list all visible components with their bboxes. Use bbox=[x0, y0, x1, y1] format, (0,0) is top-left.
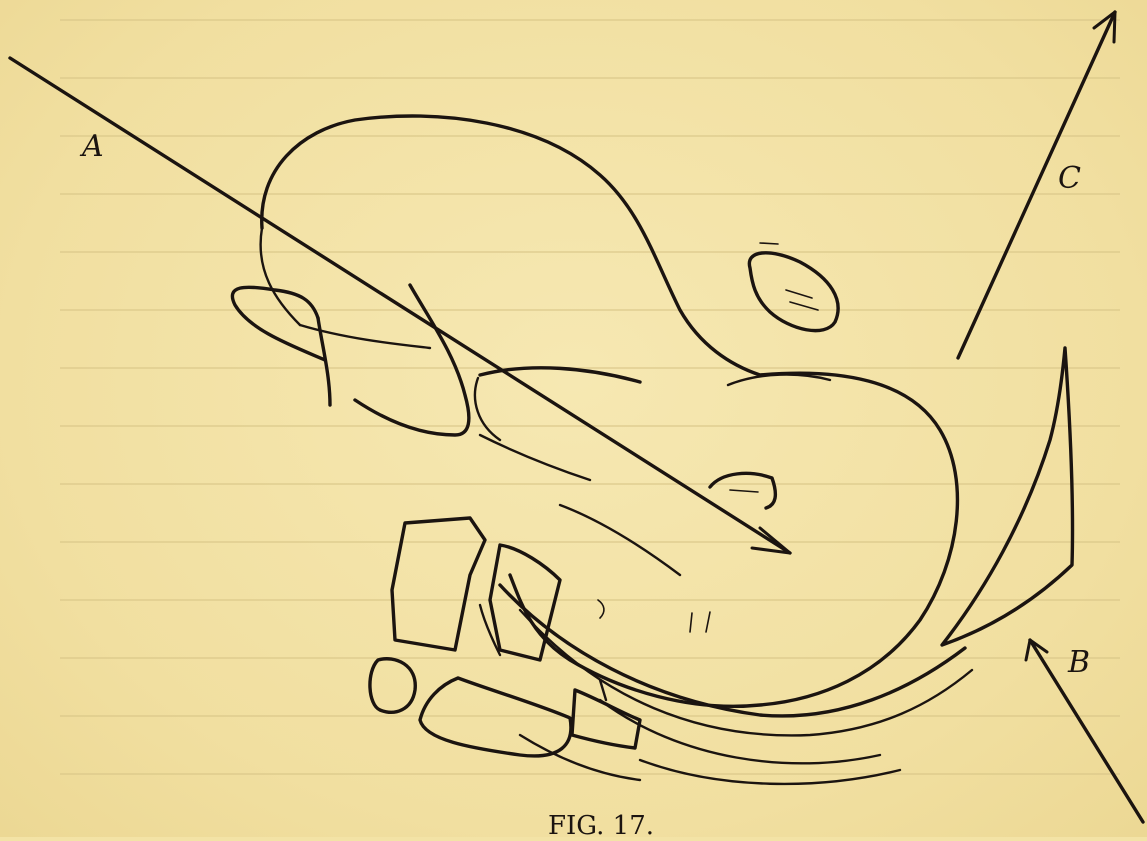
figure-caption: FIG. 17. bbox=[548, 811, 654, 837]
arrow-a bbox=[10, 58, 790, 553]
detail-marks bbox=[598, 600, 710, 632]
arrow-c bbox=[958, 12, 1115, 358]
lower-blocks bbox=[370, 518, 640, 780]
bleed-through-text bbox=[60, 20, 1120, 774]
label-c: C bbox=[1058, 161, 1081, 196]
label-a: A bbox=[79, 129, 104, 164]
small-nodule bbox=[710, 473, 775, 508]
label-b: B bbox=[1067, 645, 1090, 680]
small-oval bbox=[749, 243, 838, 331]
lower-bands bbox=[500, 585, 972, 784]
main-outline bbox=[261, 116, 958, 706]
